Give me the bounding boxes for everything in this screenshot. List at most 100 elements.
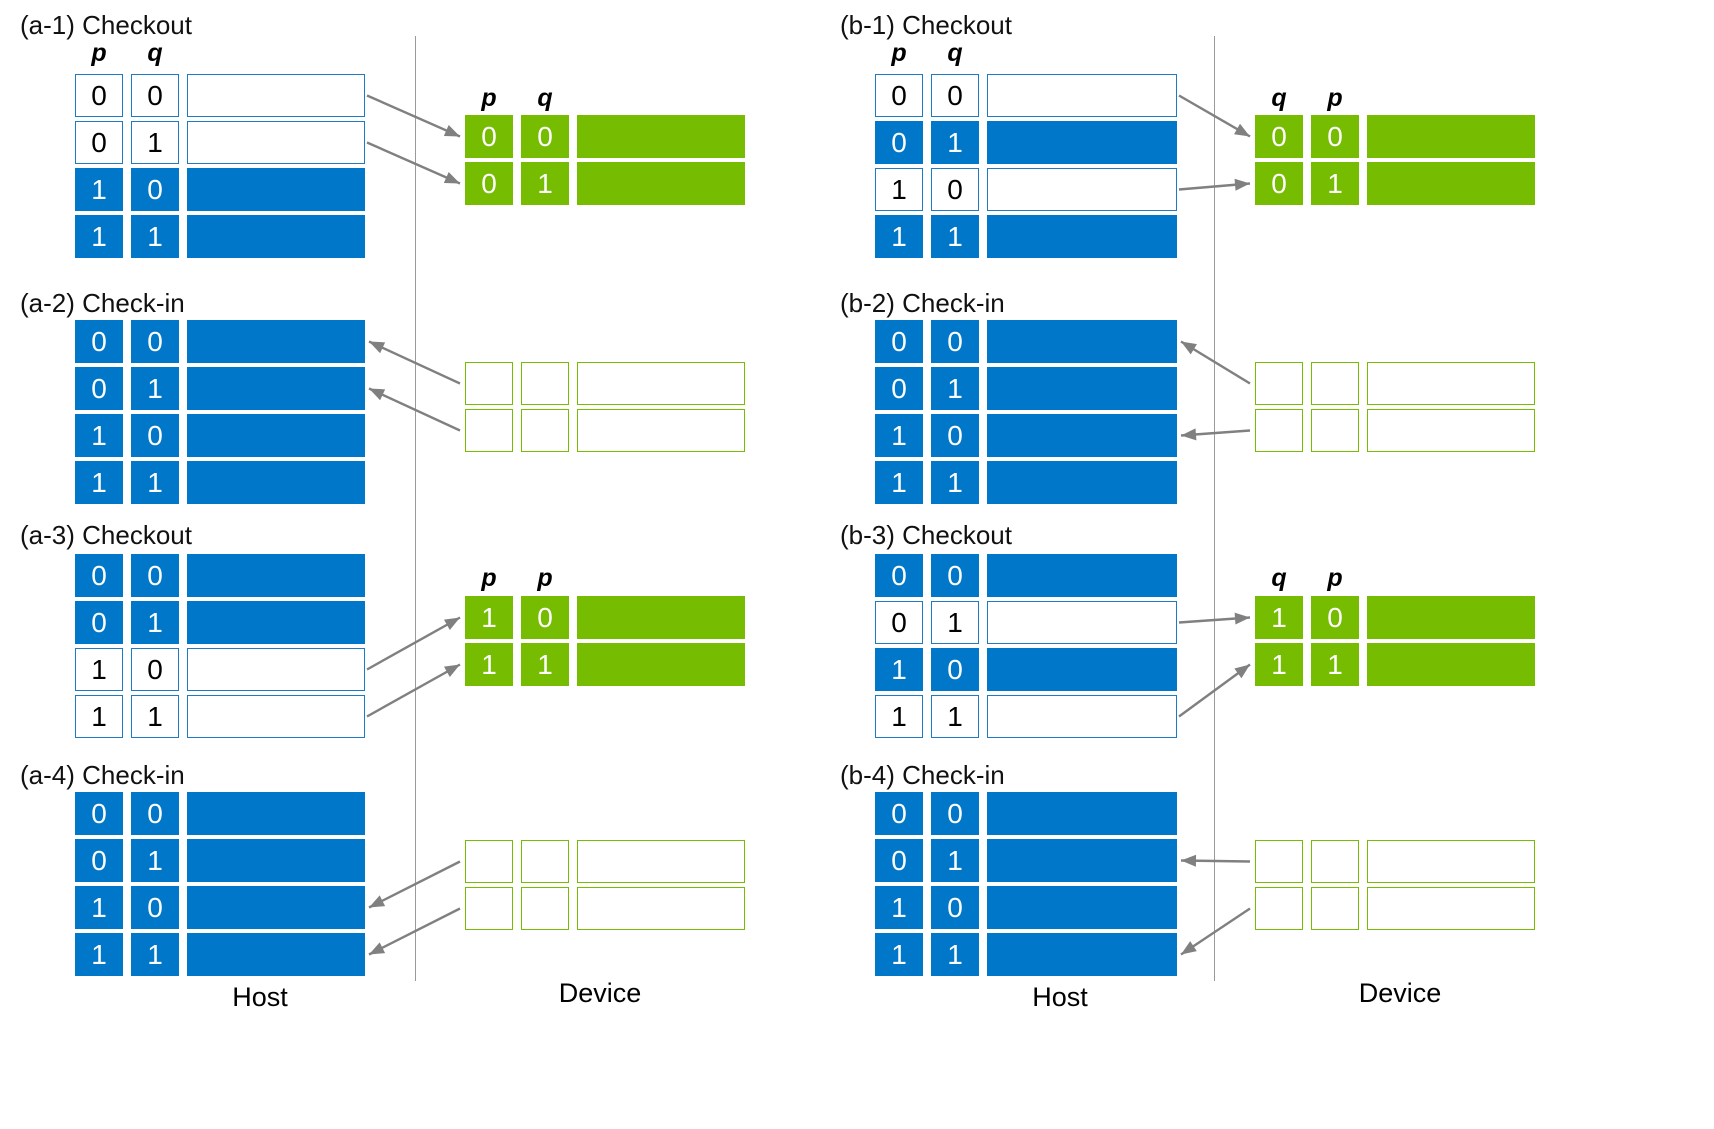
- host-cell-q: 0: [931, 320, 979, 363]
- device-cell-payload: [1367, 840, 1535, 883]
- host-cell-q: 1: [931, 601, 979, 644]
- host-device-divider-a: [415, 36, 416, 981]
- host-header-b-1-col0: p: [891, 39, 907, 67]
- device-header-b-1-col1: p: [1327, 84, 1343, 112]
- device-cell-p: [1255, 887, 1303, 930]
- host-cell-p: 1: [875, 168, 923, 211]
- table-row: [465, 840, 745, 883]
- host-cell-p: 1: [75, 648, 123, 691]
- host-cell-p: 0: [875, 554, 923, 597]
- host-cell-p: 0: [875, 792, 923, 835]
- host-label-a: Host: [232, 982, 288, 1012]
- host-cell-payload: [187, 554, 365, 597]
- table-row: [465, 887, 745, 930]
- host-cell-payload: [987, 886, 1177, 929]
- device-cell-p: 0: [465, 115, 513, 158]
- host-cell-q: 0: [131, 886, 179, 929]
- host-cell-q: 1: [931, 839, 979, 882]
- device-cell-p: [1255, 409, 1303, 452]
- host-cell-p: 0: [75, 601, 123, 644]
- panel-title-b-1: (b-1) Checkout: [840, 10, 1012, 40]
- device-cell-p: [1255, 362, 1303, 405]
- device-cell-payload: [577, 115, 745, 158]
- device-cell-q: [521, 409, 569, 452]
- host-cell-payload: [187, 839, 365, 882]
- device-cell-payload: [1367, 162, 1535, 205]
- device-cell-q: [1311, 887, 1359, 930]
- host-cell-q: 1: [131, 933, 179, 976]
- host-header-b-1-col1: q: [947, 39, 963, 67]
- device-cell-q: 1: [1311, 643, 1359, 686]
- device-cell-payload: [577, 596, 745, 639]
- device-cell-payload: [1367, 887, 1535, 930]
- host-cell-q: 1: [131, 695, 179, 738]
- host-cell-p: 1: [875, 886, 923, 929]
- host-cell-p: 1: [75, 215, 123, 258]
- host-cell-q: 0: [931, 886, 979, 929]
- device-cell-q: [521, 840, 569, 883]
- table-row: [1255, 409, 1535, 452]
- device-cell-q: 1: [521, 643, 569, 686]
- device-cell-payload: [577, 409, 745, 452]
- device-label-a: Device: [558, 978, 642, 1008]
- device-cell-p: 1: [465, 596, 513, 639]
- host-cell-payload: [187, 792, 365, 835]
- device-cell-q: 1: [1311, 162, 1359, 205]
- host-cell-p: 0: [875, 601, 923, 644]
- arrow-device-to-host-b-2-1: [1180, 340, 1251, 385]
- device-header-b-3-col0: q: [1271, 564, 1287, 592]
- panel-title-b-4: (b-4) Check-in: [840, 760, 1005, 790]
- device-cell-payload: [1367, 596, 1535, 639]
- device-cell-payload: [577, 887, 745, 930]
- device-cell-payload: [577, 362, 745, 405]
- arrow-device-to-host-b-2-2: [1180, 428, 1251, 441]
- host-cell-q: 0: [131, 792, 179, 835]
- device-cell-payload: [1367, 643, 1535, 686]
- host-cell-p: 0: [75, 839, 123, 882]
- host-cell-payload: [187, 215, 365, 258]
- device-cell-p: [465, 887, 513, 930]
- host-cell-q: 0: [131, 648, 179, 691]
- host-cell-p: 1: [75, 461, 123, 504]
- host-cell-p: 1: [875, 215, 923, 258]
- device-cell-q: 0: [521, 596, 569, 639]
- host-cell-q: 1: [131, 839, 179, 882]
- host-cell-payload: [987, 601, 1177, 644]
- device-header-a-3-col1: p: [537, 564, 553, 592]
- host-cell-p: 0: [875, 367, 923, 410]
- host-cell-payload: [187, 367, 365, 410]
- host-cell-p: 0: [75, 367, 123, 410]
- host-cell-payload: [987, 215, 1177, 258]
- host-header-a-1-col0: p: [91, 39, 107, 67]
- table-row: [1255, 887, 1535, 930]
- host-cell-p: 0: [875, 320, 923, 363]
- host-cell-payload: [187, 933, 365, 976]
- host-cell-q: 0: [131, 320, 179, 363]
- host-cell-p: 0: [75, 554, 123, 597]
- arrow-host-to-device-a-1-1: [366, 94, 461, 138]
- device-cell-payload: [1367, 115, 1535, 158]
- host-cell-p: 1: [875, 414, 923, 457]
- host-cell-payload: [187, 74, 365, 117]
- host-cell-q: 1: [131, 367, 179, 410]
- device-cell-q: [1311, 840, 1359, 883]
- panel-title-b-3: (b-3) Checkout: [840, 520, 1012, 550]
